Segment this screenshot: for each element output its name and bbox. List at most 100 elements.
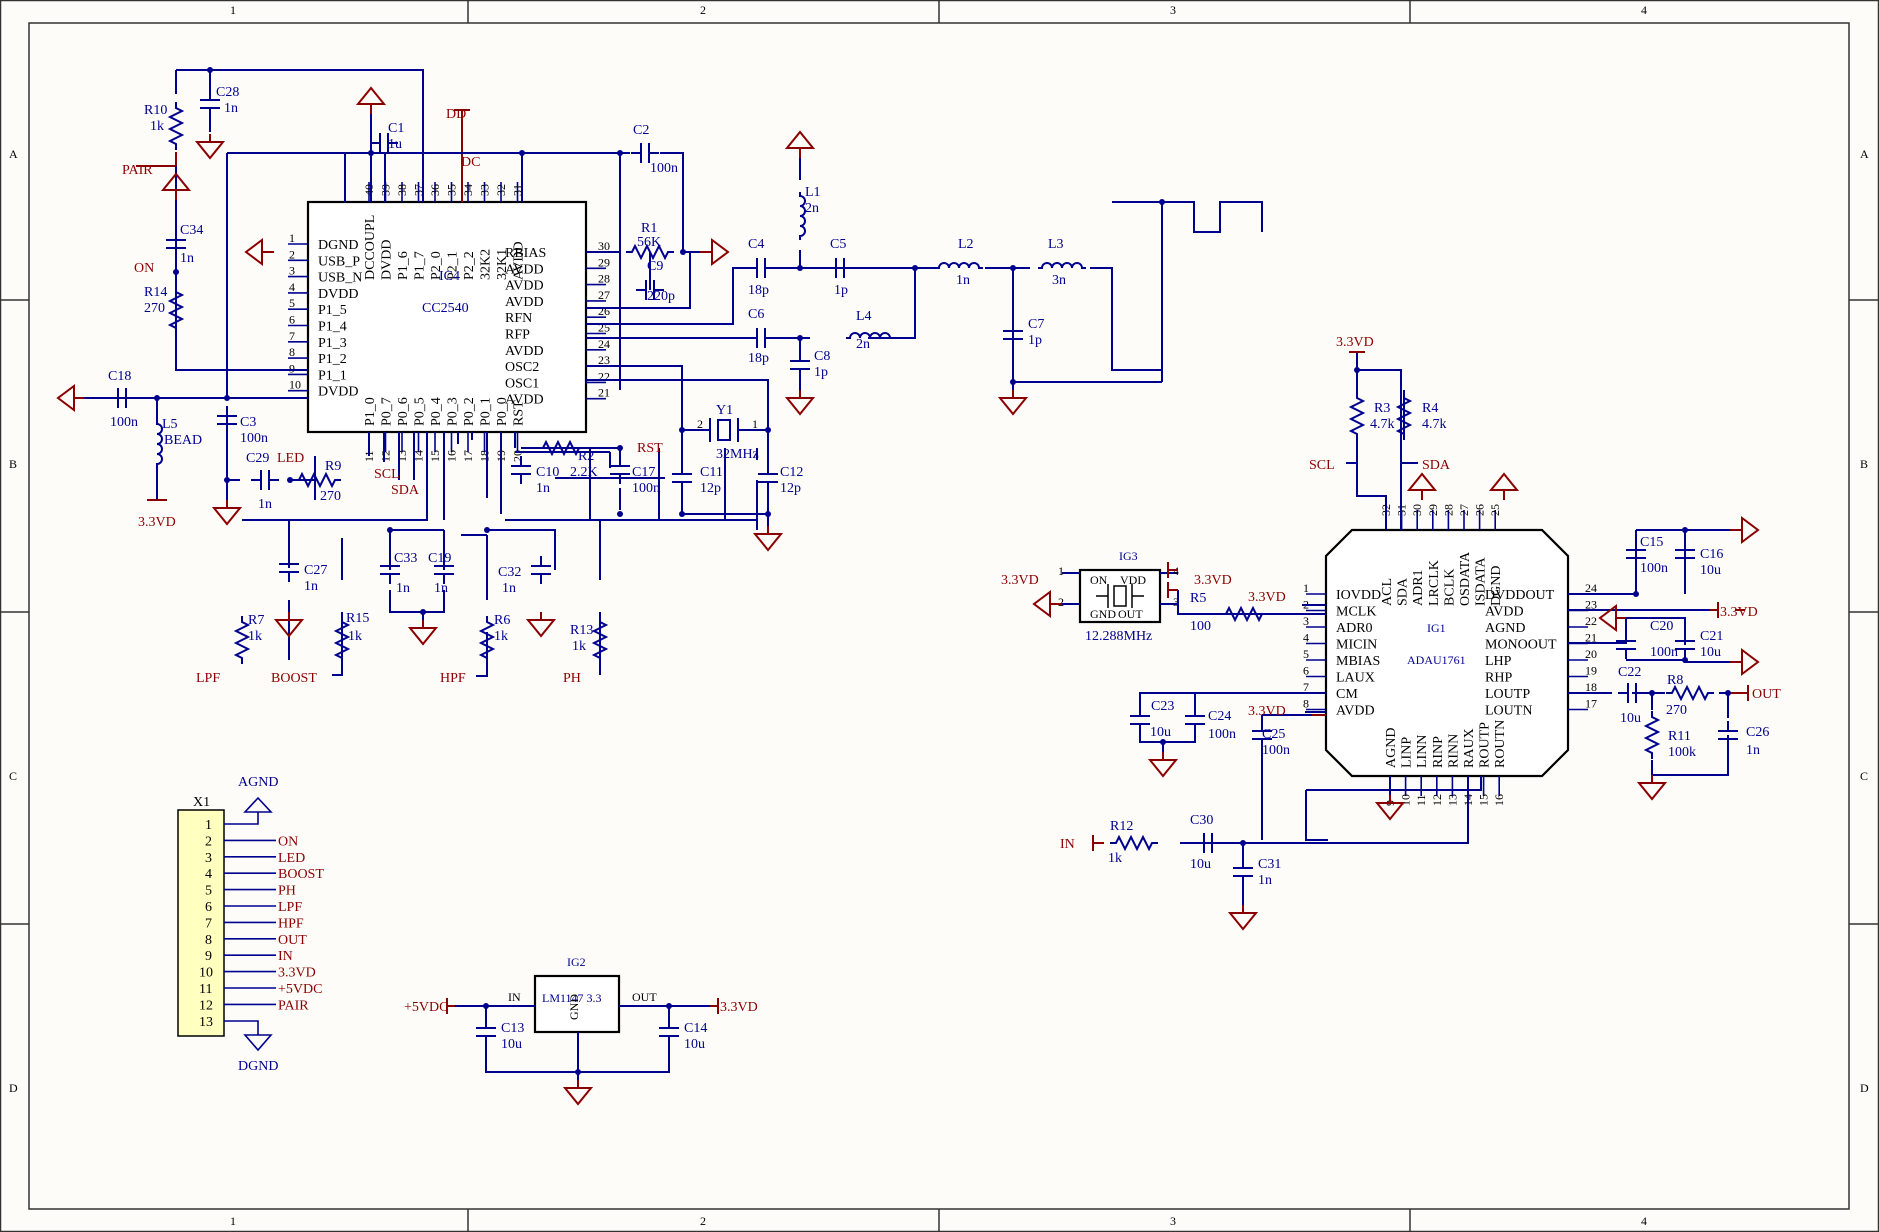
ic4-pin-num: 33 (478, 184, 492, 196)
x1-pin-net: PH (278, 884, 296, 899)
comp-ref-c6: C6 (748, 307, 764, 322)
ic4-part: CC2540 (422, 301, 469, 316)
ic4-pin-num: 35 (445, 184, 459, 196)
ic2-gnd-pin: GND (567, 994, 581, 1020)
comp-ref-c5: C5 (830, 237, 846, 252)
ic4-pin-name: P1_1 (318, 368, 347, 383)
ic1-pin-name: CM (1336, 687, 1358, 702)
ic1-pin-name: MCLK (1336, 605, 1376, 620)
comp-ref-c24: C24 (1208, 709, 1231, 724)
comp-ref-c20: C20 (1650, 619, 1673, 634)
ic1-pin-num: 27 (1457, 504, 1471, 516)
comp-ref-c33: C33 (394, 551, 417, 566)
col-label-3: 3 (1170, 3, 1176, 17)
r8-symbol (1665, 686, 1715, 700)
ic1-pin-num: 23 (1585, 598, 1597, 612)
ic1-part: ADAU1761 (1407, 653, 1466, 667)
c31-symbol (1232, 857, 1254, 887)
x1-pin-num: 1 (205, 818, 212, 833)
ic4-pin-name: AVDD (505, 393, 544, 408)
y1-pin-labels: 1 2 (697, 417, 758, 431)
comp-val-c12: 12p (780, 481, 801, 496)
comp-ref-c23: C23 (1151, 699, 1174, 714)
ic1-pin-name: ADR1 (1411, 569, 1426, 606)
comp-val-c33: 1n (396, 581, 410, 596)
ic2-part: LM1147 3.3 (542, 991, 602, 1005)
ic4-pin-name: AVDD (512, 241, 527, 280)
ic1-pin-num: 3 (1303, 614, 1309, 628)
y1-pin1: 1 (752, 417, 758, 431)
ic1-pin-num: 1 (1303, 581, 1309, 595)
ic4-pin-num: 8 (289, 345, 295, 359)
comp-val-l1: 2n (805, 201, 819, 216)
comp-val-r7: 1k (248, 629, 262, 644)
x1-pin-num: 13 (199, 1015, 213, 1030)
comp-ref-c11: C11 (700, 465, 723, 480)
ic4-pin-name: RFN (505, 311, 532, 326)
l2-symbol (934, 262, 984, 269)
ic2-regulator[interactable]: IG2 LM1147 3.3 GND IN OUT (508, 955, 657, 1034)
comp-ref-c17: C17 (632, 465, 655, 480)
comp-ref-c29: C29 (246, 451, 269, 466)
ic3-ref: IG3 (1119, 549, 1138, 563)
ic1-pin-num: 20 (1585, 647, 1597, 661)
ic4-pin-name: P2_1 (446, 251, 461, 280)
comp-val-y1: 32MHz (716, 447, 759, 462)
ic1-pin-name: SDA (1396, 577, 1411, 606)
ic1-pin-num: 4 (1303, 631, 1309, 645)
x1-pin-net: LED (278, 851, 305, 866)
comp-ref-l1: L1 (805, 185, 821, 200)
ic4-pin-num: 2 (289, 247, 295, 261)
x1-pin-num: 9 (205, 949, 212, 964)
comp-val-c30: 10u (1190, 857, 1211, 872)
ic4-pin-name: USB_N (318, 271, 362, 286)
comp-val-c15: 100n (1640, 561, 1668, 576)
ic4-pin-name: P2_0 (429, 251, 444, 280)
ic4-pin-num: 28 (598, 272, 610, 286)
ic4-pin-num: 27 (598, 288, 610, 302)
c29-symbol (250, 469, 280, 491)
x1-pin-net: PAIR (278, 998, 309, 1013)
comp-val-c10: 1n (536, 481, 550, 496)
col-label-2-bottom: 2 (700, 1214, 706, 1228)
y1-pin2: 2 (697, 417, 703, 431)
passive-components (107, 89, 1739, 1047)
comp-val-c31: 1n (1258, 873, 1272, 888)
comp-val-c3: 100n (240, 431, 268, 446)
comp-val-c22: 10u (1620, 711, 1641, 726)
c24-symbol (1184, 705, 1206, 735)
comp-ref-c15: C15 (1640, 535, 1663, 550)
ic4-pin-num: 21 (598, 386, 610, 400)
ic1-pin-num: 12 (1430, 794, 1444, 806)
ic4-pin-num: 4 (289, 280, 295, 294)
comp-ref-c21: C21 (1700, 629, 1723, 644)
col-label-3-bottom: 3 (1170, 1214, 1176, 1228)
ic4-pin-num: 30 (598, 239, 610, 253)
ic1-pin-name: RINP (1431, 736, 1446, 768)
ic1-pin-num: 7 (1303, 680, 1309, 694)
ic3-pin3: 3 (1173, 595, 1179, 609)
ic1-ref: IG1 (1427, 621, 1446, 635)
row-label-c-right: C (1860, 769, 1868, 783)
ic4-pin-num: 10 (289, 378, 301, 392)
c17-symbol (609, 455, 631, 485)
ic1-pin-name: OSDATA (1458, 551, 1473, 606)
ic4-pin-name: P1_2 (318, 352, 347, 367)
comp-ref-r9: R9 (325, 459, 341, 474)
ic2-ref: IG2 (567, 955, 586, 969)
x1-pin-net: OUT (278, 933, 307, 948)
comp-ref-r11: R11 (1668, 729, 1691, 744)
comp-val-c25: 100n (1262, 743, 1290, 758)
ic3-oscillator[interactable]: IG3 ON VDD GND OUT 1 2 3 4 12.288MHz (1058, 549, 1179, 644)
net-ph: PH (563, 671, 581, 686)
comp-val-c24: 100n (1208, 727, 1236, 742)
x1-pin-net: IN (278, 949, 293, 964)
ic3-vdd-pin: VDD (1120, 573, 1146, 587)
ic4-pin-num: 7 (289, 329, 295, 343)
net-dd: DD (446, 107, 466, 122)
ic1-pin-name: LINN (1415, 735, 1430, 768)
